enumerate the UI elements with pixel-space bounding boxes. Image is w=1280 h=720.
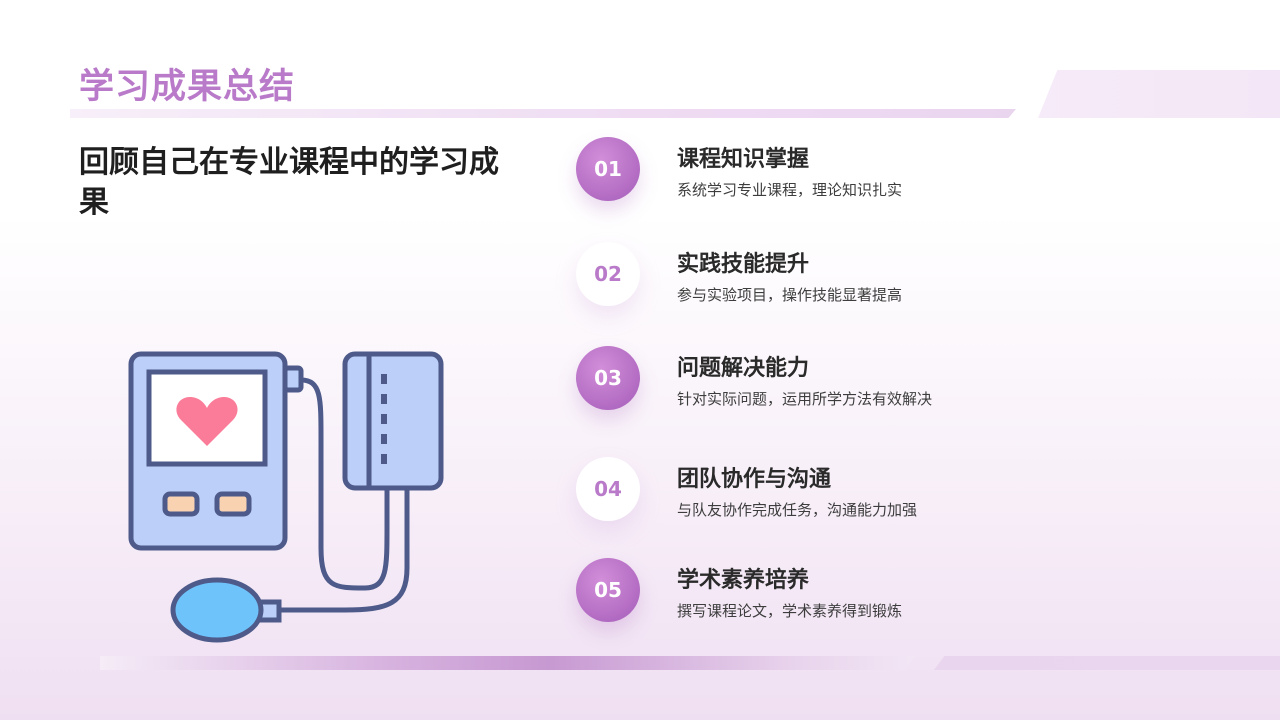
item-description: 撰写课程论文，学术素养得到锻炼: [677, 602, 903, 620]
item-number-badge: 04: [576, 457, 640, 521]
bottom-decor-bar: [100, 656, 915, 670]
item-number-badge: 01: [576, 137, 640, 201]
item-description: 参与实验项目，操作技能显著提高: [677, 286, 903, 304]
item-description: 针对实际问题，运用所学方法有效解决: [677, 390, 933, 408]
slide-subtitle: 回顾自己在专业课程中的学习成果: [79, 145, 499, 220]
item-number-badge: 05: [576, 558, 640, 622]
list-item: 02 实践技能提升 参与实验项目，操作技能显著提高: [576, 242, 1136, 322]
slide-title: 学习成果总结: [79, 67, 296, 107]
title-underline-bar: [70, 109, 1016, 118]
list-item: 03 问题解决能力 针对实际问题，运用所学方法有效解决: [576, 346, 1136, 426]
item-number-badge: 03: [576, 346, 640, 410]
item-heading: 团队协作与沟通: [677, 467, 832, 492]
item-heading: 课程知识掌握: [677, 147, 810, 172]
item-description: 与队友协作完成任务，沟通能力加强: [677, 501, 918, 519]
item-heading: 学术素养培养: [677, 568, 810, 593]
item-number-badge: 02: [576, 242, 640, 306]
item-heading: 问题解决能力: [677, 356, 810, 381]
list-item: 01 课程知识掌握 系统学习专业课程，理论知识扎实: [576, 137, 1136, 217]
title-decor-block: [1038, 70, 1280, 118]
item-description: 系统学习专业课程，理论知识扎实: [677, 181, 903, 199]
list-item: 05 学术素养培养 撰写课程论文，学术素养得到锻炼: [576, 558, 1136, 638]
blood-pressure-monitor-icon: [128, 351, 444, 643]
item-heading: 实践技能提升: [677, 252, 810, 277]
bottom-decor-block: [934, 656, 1280, 670]
list-item: 04 团队协作与沟通 与队友协作完成任务，沟通能力加强: [576, 457, 1136, 537]
